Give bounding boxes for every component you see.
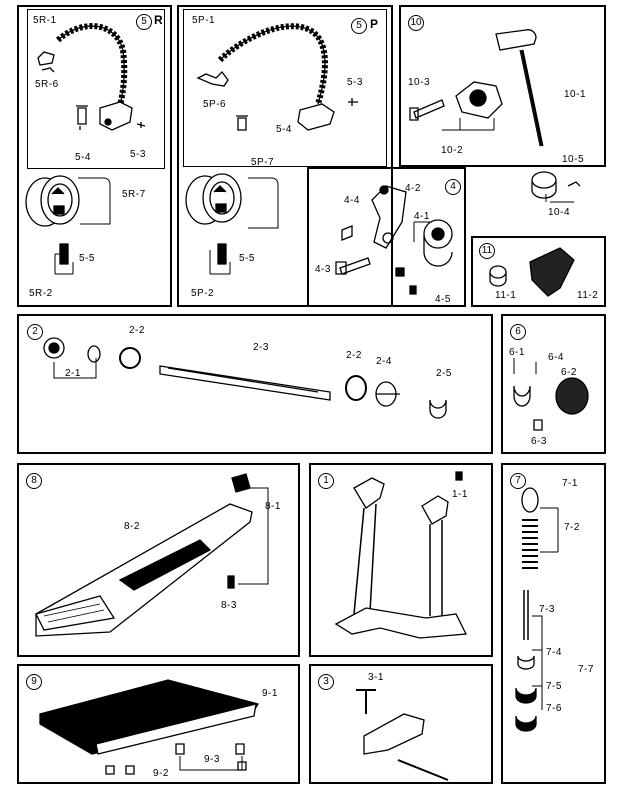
label-2-3: 2-3 (253, 342, 269, 353)
label-10-2: 10-2 (441, 145, 464, 156)
label-4-5: 4-5 (435, 294, 451, 305)
label-7-7: 7-7 (578, 664, 594, 675)
panel-8-number: 8 (26, 473, 42, 489)
label-5r-5-5: 5-5 (79, 253, 95, 264)
panel-5r: 5 R 5R-1 5R-6 5-4 5-3 5R-7 5-5 5R-2 (17, 5, 172, 307)
label-10-4: 10-4 (548, 207, 571, 218)
label-8-3: 8-3 (221, 600, 237, 611)
label-2-1: 2-1 (65, 368, 81, 379)
panel-5p-number: 5 (351, 18, 367, 34)
panel-3-number: 3 (318, 674, 334, 690)
label-4-4: 4-4 (344, 195, 360, 206)
panel-3: 3 3-1 (309, 664, 493, 784)
label-11-2: 11-2 (577, 290, 599, 301)
label-5r-2: 5R-2 (29, 288, 53, 299)
panel-7-number: 7 (510, 473, 526, 489)
label-5p-1: 5P-1 (192, 15, 216, 26)
label-7-1: 7-1 (562, 478, 578, 489)
panel-9: 9 9-1 9-2 9-3 (17, 664, 300, 784)
label-9-2: 9-2 (153, 768, 169, 779)
label-5p-5-3: 5-3 (347, 77, 363, 88)
panel-8: 8 8-2 8-1 8-3 (17, 463, 300, 657)
bushing-10-art (531, 171, 557, 199)
panel-4-number: 4 (445, 179, 461, 195)
label-2-5: 2-5 (436, 368, 452, 379)
label-4-3: 4-3 (315, 264, 331, 275)
label-4-1: 4-1 (414, 211, 430, 222)
label-9-3: 9-3 (204, 754, 220, 765)
label-8-1: 8-1 (265, 501, 281, 512)
label-7-6: 7-6 (546, 703, 562, 714)
panel-9-number: 9 (26, 674, 42, 690)
panel-4: 4 4-2 4-4 4-1 4-3 4-5 (307, 167, 466, 307)
label-3-1: 3-1 (368, 672, 384, 683)
label-11-1: 11-1 (495, 290, 517, 301)
label-2-2-right: 2-2 (346, 350, 362, 361)
label-5p-5-4: 5-4 (276, 124, 292, 135)
label-5p-5-5: 5-5 (239, 253, 255, 264)
panel-5r-number: 5 (136, 14, 152, 30)
panel-2-number: 2 (27, 324, 43, 340)
panel-1: 1 1-1 (309, 463, 493, 657)
label-5r-5-3: 5-3 (130, 149, 146, 160)
label-6-4: 6-4 (548, 352, 564, 363)
label-7-4: 7-4 (546, 647, 562, 658)
label-2-2-left: 2-2 (129, 325, 145, 336)
label-6-1: 6-1 (509, 347, 525, 358)
label-10-1: 10-1 (564, 89, 587, 100)
label-5p-6: 5P-6 (203, 99, 227, 110)
label-5r-6: 5R-6 (35, 79, 59, 90)
label-6-3: 6-3 (531, 436, 547, 447)
panel-5p-inset (183, 9, 387, 167)
label-5p-2: 5P-2 (191, 288, 215, 299)
label-10-5: 10-5 (562, 154, 585, 165)
label-2-4: 2-4 (376, 356, 392, 367)
label-4-2: 4-2 (405, 183, 421, 194)
label-5r-1: 5R-1 (33, 15, 57, 26)
panel-5r-inset (27, 9, 165, 169)
label-5r-5-4: 5-4 (75, 152, 91, 163)
panel-1-number: 1 (318, 473, 334, 489)
panel-10-number: 10 (408, 15, 424, 31)
label-5r-7: 5R-7 (122, 189, 146, 200)
panel-7: 7 7-1 7-2 7-3 7-4 7-7 7-5 7-6 (501, 463, 606, 784)
label-7-3: 7-3 (539, 604, 555, 615)
label-5p-7: 5P-7 (251, 157, 275, 168)
panel-2: 2 2-1 2-2 2-3 2-2 2-4 2-5 (17, 314, 493, 454)
panel-11-number: 11 (479, 243, 495, 259)
label-6-2: 6-2 (561, 367, 577, 378)
panel-6-number: 6 (510, 324, 526, 340)
label-8-2: 8-2 (124, 521, 140, 532)
panel-10: 10 10-3 10-1 10-2 (399, 5, 606, 167)
label-7-2: 7-2 (564, 522, 580, 533)
label-1-1: 1-1 (452, 489, 468, 500)
panel-5p-letter: P (370, 17, 379, 31)
panel-5p: 5 P 5P-1 5P-6 5-4 5-3 5P-7 5-5 5P-2 (177, 5, 393, 307)
nut-10-art (567, 181, 581, 187)
panel-6: 6 6-1 6-4 6-2 6-3 (501, 314, 606, 454)
label-9-1: 9-1 (262, 688, 278, 699)
panel-11: 11 11-1 11-2 (471, 236, 606, 307)
panel-5r-letter: R (154, 13, 163, 27)
label-7-5: 7-5 (546, 681, 562, 692)
label-10-3: 10-3 (408, 77, 431, 88)
